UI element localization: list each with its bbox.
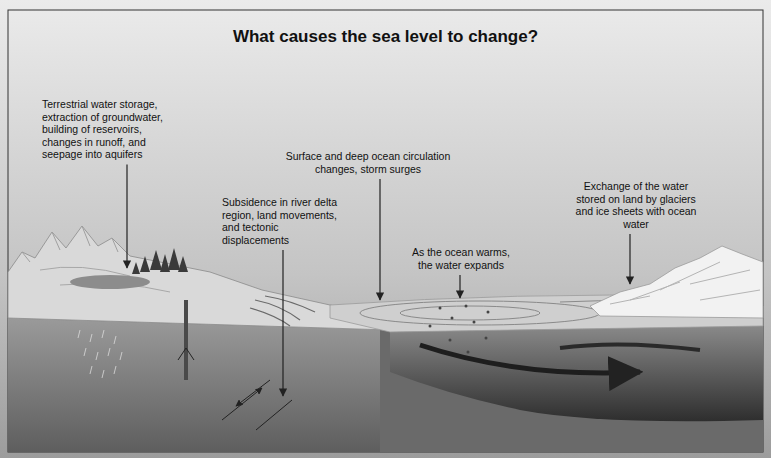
callout-text: Subsidence in river delta region, land m… bbox=[222, 196, 346, 246]
ocean-depth bbox=[390, 325, 763, 421]
fault-arrows bbox=[222, 380, 292, 430]
illustration-part bbox=[449, 339, 452, 342]
ground-section bbox=[8, 318, 390, 452]
well-pipe bbox=[184, 300, 188, 380]
illustration-part bbox=[467, 351, 470, 354]
ice-sheet bbox=[590, 246, 763, 318]
illustration-part bbox=[360, 301, 600, 325]
illustration-part bbox=[487, 311, 490, 314]
illustration-part bbox=[451, 317, 454, 320]
callout-text: Terrestrial water storage, extraction of… bbox=[42, 98, 184, 161]
illustration-part bbox=[168, 248, 180, 270]
leader-arrow bbox=[629, 234, 630, 284]
illustration-part bbox=[429, 325, 432, 328]
well-arrow bbox=[178, 348, 194, 360]
illustration-part bbox=[465, 305, 468, 308]
illustration-part bbox=[150, 250, 162, 270]
warming-dots bbox=[429, 305, 490, 354]
illustration-part bbox=[140, 256, 150, 272]
leader-arrow bbox=[126, 165, 127, 269]
reservoir bbox=[70, 275, 150, 289]
illustration-part bbox=[439, 307, 442, 310]
leader-arrow bbox=[282, 250, 283, 396]
seabed-section bbox=[380, 322, 763, 452]
seepage-marks bbox=[78, 330, 122, 378]
illustration-part bbox=[222, 388, 262, 420]
deep-circulation bbox=[420, 345, 640, 373]
illustration-part bbox=[102, 330, 104, 338]
leader-lines bbox=[127, 165, 630, 397]
illustration-part bbox=[114, 336, 116, 344]
leader-arrow bbox=[459, 275, 460, 298]
trees bbox=[132, 248, 188, 274]
illustration-part bbox=[78, 330, 80, 338]
callout-text: Surface and deep ocean circulation chang… bbox=[282, 150, 454, 175]
illustration-part bbox=[236, 380, 270, 406]
frame bbox=[8, 10, 763, 452]
illustration-part bbox=[108, 348, 110, 356]
leader-arrow bbox=[379, 179, 380, 300]
illustration-part bbox=[256, 400, 292, 430]
illustration-part bbox=[400, 306, 540, 320]
rivers bbox=[40, 267, 170, 292]
illustration-part bbox=[114, 366, 116, 374]
diagram-title: What causes the sea level to change? bbox=[0, 27, 771, 47]
illustration-part bbox=[90, 366, 92, 374]
illustration-part bbox=[90, 334, 92, 342]
illustration-part bbox=[178, 256, 188, 272]
illustration-part bbox=[96, 352, 98, 360]
illustration-part bbox=[102, 370, 104, 378]
illustration-part bbox=[132, 262, 140, 274]
return-circulation bbox=[560, 344, 700, 350]
illustration-part bbox=[120, 352, 122, 360]
illustration-part bbox=[84, 348, 86, 356]
illustration-part bbox=[473, 321, 476, 324]
ice-lines bbox=[610, 262, 760, 304]
callout-text: As the ocean warms, the water expands bbox=[405, 246, 517, 271]
callout-text: Exchange of the water stored on land by … bbox=[572, 180, 700, 230]
mountain-ridges bbox=[22, 226, 118, 262]
illustration-part bbox=[485, 337, 488, 340]
